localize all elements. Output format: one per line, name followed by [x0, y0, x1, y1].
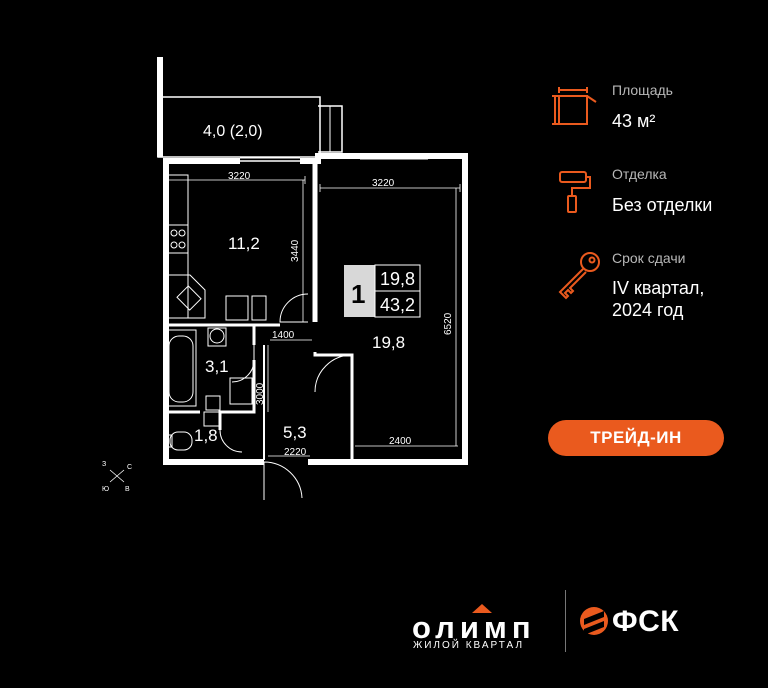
dim-kitchen-width: 3220: [228, 171, 251, 182]
door-kitchen: [279, 293, 309, 323]
compass-n: З: [102, 461, 106, 468]
compass-w: Ю: [102, 486, 109, 493]
olimp-roof-icon: [472, 604, 492, 613]
room-label-bathroom: 3,1: [205, 357, 229, 376]
finish-label: Отделка: [612, 166, 667, 182]
room-label-wc: 1,8: [194, 426, 218, 445]
badge-living-area: 19,8: [380, 269, 415, 289]
brand-subtitle: ЖИЛОЙ КВАРТАЛ: [413, 640, 525, 651]
toilet: [169, 431, 193, 451]
info-deadline: Срок сдачи IV квартал, 2024 год: [552, 250, 762, 322]
info-area: Площадь 43 м²: [552, 82, 762, 132]
dim-living-depth: 6520: [443, 312, 454, 335]
room-count: 1: [351, 279, 365, 309]
washing-machine: [209, 328, 225, 344]
floor-plan: З С В Ю 4,0 (2,0) 11,2 19,8 3,1 1,8 5,3 …: [102, 57, 468, 500]
room-label-living: 19,8: [372, 333, 405, 352]
door-bath: [231, 345, 255, 383]
room-count-badge: [344, 265, 375, 317]
brand-name: олимп: [412, 610, 536, 645]
sink: [229, 377, 253, 405]
deadline-value-line1: IV квартал,: [612, 278, 705, 298]
info-finish: Отделка Без отделки: [552, 166, 762, 216]
door-wc: [219, 429, 243, 453]
dim-bath-depth: 3000: [255, 382, 266, 405]
door-entrance: [263, 461, 303, 500]
room-label-balcony: 4,0 (2,0): [203, 123, 263, 140]
paint-roller-icon: [559, 171, 591, 213]
area-icon: [552, 87, 597, 125]
bathtub: [168, 335, 194, 403]
dim-corridor-width: 1400: [272, 330, 295, 341]
room-label-kitchen: 11,2: [228, 234, 260, 253]
dim-living-bottom: 2400: [389, 436, 412, 447]
deadline-label: Срок сдачи: [612, 250, 686, 266]
dim-hall-width: 2220: [284, 447, 307, 458]
area-label: Площадь: [612, 82, 673, 98]
fsk-logo-icon: [580, 607, 608, 635]
badge-total-area: 43,2: [380, 295, 415, 315]
door-living: [314, 354, 353, 393]
deadline-value-line2: 2024 год: [612, 300, 684, 320]
dim-kitchen-depth: 3440: [290, 239, 301, 262]
compass-s: В: [125, 486, 130, 493]
area-value: 43 м²: [612, 111, 656, 131]
compass-icon: [109, 469, 125, 483]
key-icon: [558, 252, 600, 300]
room-label-hall: 5,3: [283, 423, 307, 442]
brand-divider: [565, 590, 566, 652]
compass-e: С: [127, 464, 132, 471]
dim-living-width: 3220: [372, 178, 395, 189]
finish-value: Без отделки: [612, 195, 713, 215]
developer-name: ФСК: [612, 605, 680, 638]
trade-in-button[interactable]: ТРЕЙД-ИН: [548, 420, 724, 456]
